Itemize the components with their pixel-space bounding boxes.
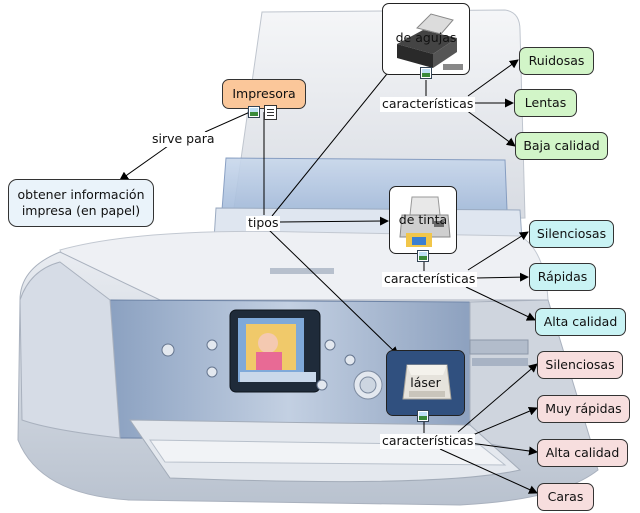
feature-lentas[interactable]: Lentas [514, 89, 577, 117]
inkjet-printer-picture [399, 196, 451, 247]
image-icon[interactable] [417, 250, 429, 262]
link-caracteristicas-tinta: características [382, 271, 478, 287]
feature-rapidas[interactable]: Rápidas [529, 263, 596, 291]
feature-baja-calidad[interactable]: Baja calidad [515, 132, 608, 160]
concept-impresora-label: Impresora [232, 85, 296, 101]
feature-baja-calidad-label: Baja calidad [523, 137, 600, 153]
feature-alta-calidad-laser-label: Alta calidad [545, 444, 620, 460]
concept-laser-label: láser [410, 375, 441, 390]
feature-silenciosas-laser[interactable]: Silenciosas [537, 351, 623, 379]
concept-laser[interactable]: láser [386, 350, 465, 416]
concept-agujas-label: de agujas [395, 30, 457, 45]
dot-matrix-printer-picture [397, 13, 463, 70]
image-icon[interactable] [248, 106, 260, 118]
feature-silenciosas-laser-label: Silenciosas [545, 356, 615, 372]
feature-ruidosas-label: Ruidosas [528, 52, 585, 68]
feature-ruidosas[interactable]: Ruidosas [519, 47, 594, 75]
concept-tinta-label: de tinta [398, 212, 448, 227]
concept-obtener-informacion[interactable]: obtener información impresa (en papel) [8, 179, 154, 227]
link-sirve-para: sirve para [150, 131, 217, 147]
laser-printer-picture [387, 351, 464, 415]
link-caracteristicas-agujas: características [380, 96, 476, 112]
feature-muy-rapidas[interactable]: Muy rápidas [537, 395, 630, 423]
feature-muy-rapidas-label: Muy rápidas [545, 400, 622, 416]
feature-caras[interactable]: Caras [537, 483, 594, 511]
feature-silenciosas-label: Silenciosas [536, 225, 607, 241]
feature-lentas-label: Lentas [524, 94, 567, 110]
concept-obtener-label: obtener información impresa (en papel) [17, 186, 145, 218]
feature-silenciosas[interactable]: Silenciosas [529, 220, 614, 248]
link-caracteristicas-laser: características [380, 433, 476, 449]
image-icon[interactable] [420, 67, 432, 79]
concept-de-tinta[interactable]: de tinta [389, 186, 457, 254]
feature-alta-calidad-label: Alta calidad [543, 313, 618, 329]
feature-rapidas-label: Rápidas [537, 268, 588, 284]
image-icon[interactable] [417, 410, 429, 422]
document-icon[interactable] [264, 105, 277, 120]
feature-alta-calidad[interactable]: Alta calidad [535, 308, 626, 336]
feature-caras-label: Caras [547, 488, 584, 504]
concept-impresora[interactable]: Impresora [222, 79, 306, 109]
concept-de-agujas[interactable]: de agujas [382, 3, 470, 75]
link-tipos: tipos [246, 215, 281, 231]
feature-alta-calidad-laser[interactable]: Alta calidad [537, 439, 628, 467]
